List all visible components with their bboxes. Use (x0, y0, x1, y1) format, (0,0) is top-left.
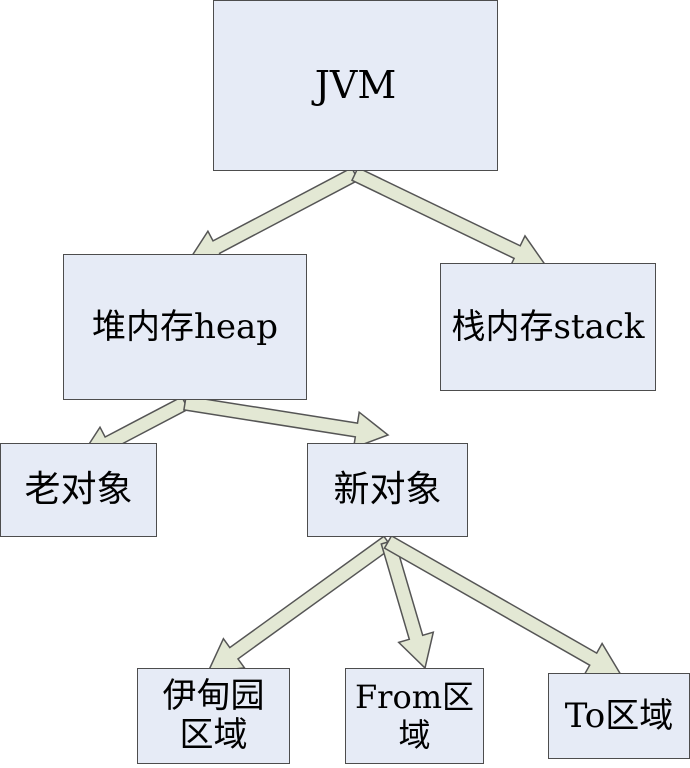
node-new-objects-label: 新对象 (333, 469, 442, 511)
arrow-new-to-to (383, 534, 623, 676)
node-from-space: From区域 (345, 668, 484, 764)
node-heap-memory-label: 堆内存heap (91, 306, 279, 347)
node-heap-memory: 堆内存heap (63, 254, 307, 400)
arrow-jvm-to-heap (186, 166, 360, 264)
arrow-new-to-eden (206, 535, 394, 673)
arrow-jvm-to-stack (351, 166, 548, 270)
node-from-space-label: From区域 (354, 677, 475, 754)
node-stack-memory-label: 栈内存stack (451, 306, 645, 347)
node-stack-memory: 栈内存stack (440, 263, 656, 391)
arrow-heap-to-new (183, 395, 390, 449)
node-new-objects: 新对象 (307, 443, 468, 537)
node-eden-space: 伊甸园区域 (137, 668, 290, 764)
node-jvm-label: JVM (314, 62, 397, 107)
node-to-space-label: To区域 (564, 695, 674, 736)
node-jvm: JVM (213, 0, 498, 171)
node-eden-space-label: 伊甸园区域 (162, 675, 265, 755)
node-old-objects: 老对象 (0, 443, 157, 537)
node-to-space: To区域 (548, 673, 690, 759)
node-old-objects-label: 老对象 (24, 469, 133, 511)
